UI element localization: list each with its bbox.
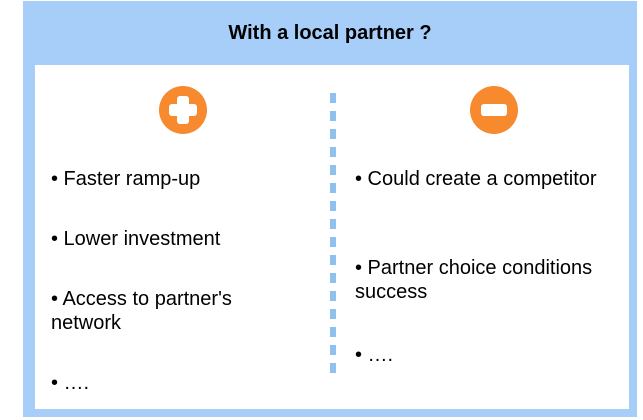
plus-icon-vertical [177, 96, 189, 124]
comparison-card: With a local partner ? • Faster ramp-up … [23, 1, 637, 417]
pro-item-partner-network: • Access to partner's network [51, 288, 232, 334]
con-item-partner-choice: • Partner choice conditions success [355, 257, 593, 303]
pro-item-ellipsis: • …. [51, 372, 90, 394]
column-divider [330, 93, 336, 375]
con-item-ellipsis: • …. [355, 344, 394, 366]
plus-icon [159, 86, 207, 134]
card-title: With a local partner ? [228, 21, 432, 44]
minus-icon [470, 86, 518, 134]
con-item-competitor: • Could create a competitor [355, 168, 597, 190]
minus-icon-bar [481, 104, 507, 116]
pro-item-faster-ramp-up: • Faster ramp-up [51, 168, 201, 190]
pro-item-lower-investment: • Lower investment [51, 228, 221, 250]
comparison-body: • Faster ramp-up • Lower investment • Ac… [35, 65, 629, 409]
